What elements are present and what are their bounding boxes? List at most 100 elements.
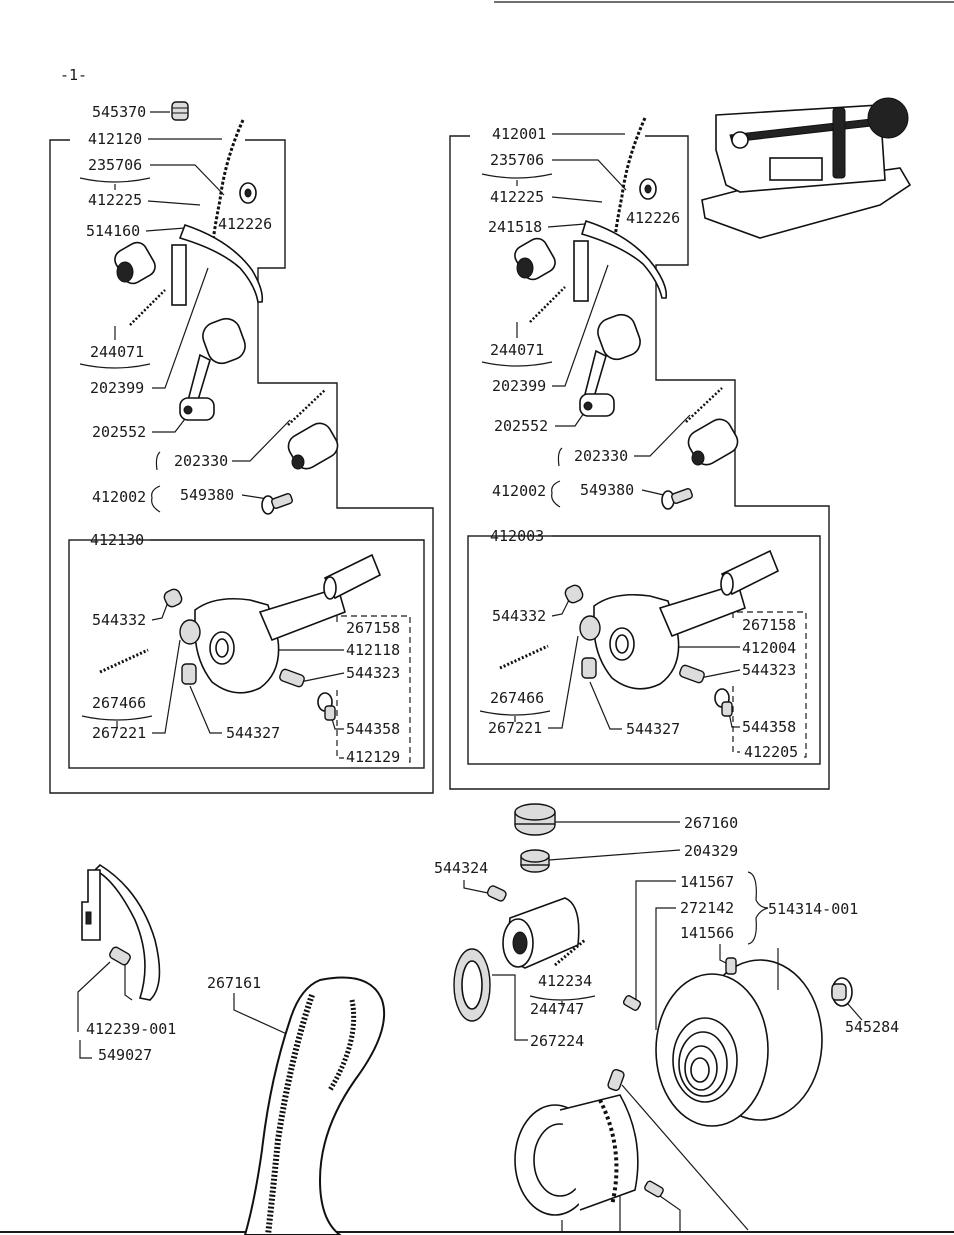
right-sub-tube-part <box>720 549 780 596</box>
left-label-202552: 202552 <box>92 423 146 441</box>
left-sub-screw-b-part <box>279 668 305 688</box>
label-267224: 267224 <box>530 1032 584 1050</box>
right-label-241518: 241518 <box>488 218 542 236</box>
left-sub-label-544358: 544358 <box>346 720 400 738</box>
belt-guard-part <box>81 863 161 1001</box>
pulley-part-c-screw <box>725 957 737 975</box>
right-sub-label-544327: 544327 <box>626 720 680 738</box>
left-washer-part <box>239 182 257 204</box>
page-number: -1- <box>60 66 87 84</box>
gear-screw-b-part <box>644 1180 664 1198</box>
right-label-244071: 244071 <box>490 341 544 359</box>
timing-belt-part <box>243 976 386 1235</box>
bushing-ring-part <box>453 948 491 1022</box>
left-sub-label-267221: 267221 <box>92 724 146 742</box>
right-sub-set-screw-a-part <box>564 584 584 604</box>
left-label-244071: 244071 <box>90 343 144 361</box>
pulley-part <box>655 959 823 1127</box>
left-crank-part <box>179 317 246 421</box>
right-sub-title-412003: 412003 <box>490 527 544 545</box>
sewing-machine-illustration <box>701 97 912 239</box>
gear-hub-part <box>514 1094 639 1216</box>
label-412239-001: 412239-001 <box>86 1020 176 1038</box>
left-label-545370: 545370 <box>92 103 146 121</box>
label-267160: 267160 <box>684 814 738 832</box>
left-sub-label-267158: 267158 <box>346 619 400 637</box>
label-545284: 545284 <box>845 1018 899 1036</box>
right-sub-hub-part <box>579 582 746 690</box>
label-544324: 544324 <box>434 859 488 877</box>
left-post-part <box>171 244 187 306</box>
right-sub-label-544358: 544358 <box>742 718 796 736</box>
left-thread-guide-part <box>178 223 264 303</box>
left-label-235706: 235706 <box>88 156 142 174</box>
right-sub-spring-part <box>499 644 549 670</box>
right-sub-label-267221: 267221 <box>488 719 542 737</box>
right-sub-label-267466: 267466 <box>490 689 544 707</box>
left-bracket-part <box>287 422 339 470</box>
pulley-part-a-screw <box>622 995 642 1011</box>
left-label-549380: 549380 <box>180 486 234 504</box>
left-sub-label-412118: 412118 <box>346 641 400 659</box>
left-label-514160: 514160 <box>86 222 140 240</box>
right-group: 412001 235706 412225 241518 412226 24407… <box>449 117 830 790</box>
left-group: 545370 412120 235706 412225 514160 41222… <box>49 101 434 794</box>
label-141567: 141567 <box>680 873 734 891</box>
left-label-412120: 412120 <box>88 130 142 148</box>
left-label-412225: 412225 <box>88 191 142 209</box>
right-bracket-spring-part <box>685 387 723 423</box>
felt-a-part <box>514 803 556 836</box>
lower-parts: 412239-001 549027 267161 267160 204329 5… <box>77 803 899 1235</box>
right-post-part <box>573 240 589 302</box>
right-sub-label-412205: 412205 <box>744 743 798 761</box>
left-sub-set-screw-c-part <box>181 663 197 685</box>
left-label-412226: 412226 <box>218 215 272 233</box>
guard-screw-part <box>109 946 131 966</box>
right-crank-part <box>579 313 641 417</box>
left-sub-title-412130: 412130 <box>90 531 144 549</box>
left-bracket-screw-part <box>261 493 293 515</box>
right-sub-label-544323: 544323 <box>742 661 796 679</box>
label-549027: 549027 <box>98 1046 152 1064</box>
left-spring-part <box>129 289 166 326</box>
right-sub-label-412004: 412004 <box>742 639 796 657</box>
left-label-202330: 202330 <box>174 452 228 470</box>
label-204329: 204329 <box>684 842 738 860</box>
right-bracket-screw-part <box>661 488 693 510</box>
right-washer-part <box>639 178 657 200</box>
label-514314-001: 514314-001 <box>768 900 858 918</box>
bushing-part <box>502 897 580 969</box>
right-bracket-part <box>687 418 739 466</box>
right-sub-dashed-bracket <box>732 611 807 758</box>
bushing-pin-part <box>554 938 586 967</box>
right-thread-guide-part <box>580 219 668 299</box>
left-sub-spring-part <box>99 648 149 674</box>
left-sub-label-544327: 544327 <box>226 724 280 742</box>
left-sub-tube-part <box>323 553 382 600</box>
label-244747: 244747 <box>530 1000 584 1018</box>
left-label-412002: 412002 <box>92 488 146 506</box>
right-label-412226: 412226 <box>626 209 680 227</box>
left-sub-label-544332: 544332 <box>92 611 146 629</box>
left-top-screw-part <box>171 101 189 121</box>
label-141566: 141566 <box>680 924 734 942</box>
right-label-202552: 202552 <box>494 417 548 435</box>
bushing-screw-part <box>486 885 507 902</box>
left-label-202399: 202399 <box>90 379 144 397</box>
left-sub-label-412129: 412129 <box>346 748 400 766</box>
right-roller-part <box>514 237 556 281</box>
left-bracket-spring-part <box>287 389 326 426</box>
felt-b-part <box>520 849 550 873</box>
left-roller-part <box>114 241 156 285</box>
left-sub-screw-d-part <box>317 692 336 721</box>
label-412234: 412234 <box>538 972 592 990</box>
right-sub-label-267158: 267158 <box>742 616 796 634</box>
right-label-235706: 235706 <box>490 151 544 169</box>
left-sub-set-screw-a-part <box>163 588 183 608</box>
pulley-screw-part <box>831 977 853 1007</box>
left-sub-dashed-bracket <box>336 615 411 763</box>
right-label-202330: 202330 <box>574 447 628 465</box>
right-sub-screw-d-part <box>714 688 733 717</box>
right-label-202399: 202399 <box>492 377 546 395</box>
